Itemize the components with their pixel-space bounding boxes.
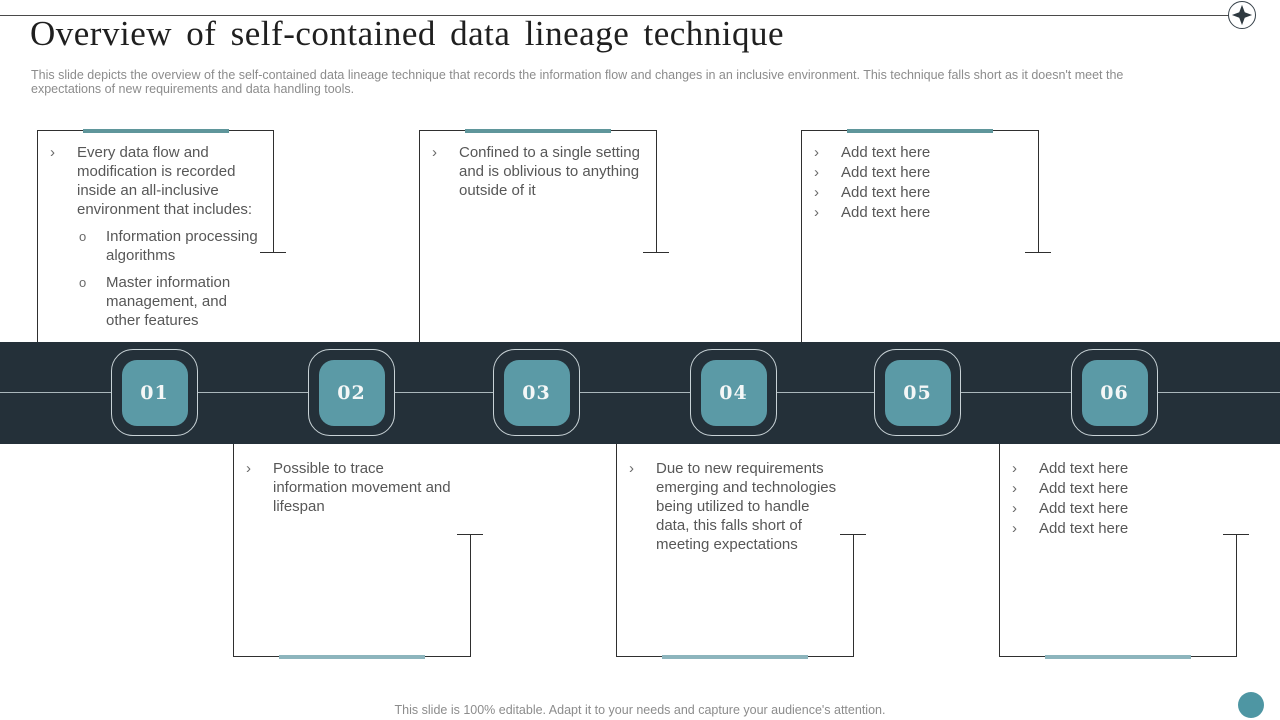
footer-note: This slide is 100% editable. Adapt it to…: [394, 703, 886, 717]
placeholder-bullet-item: › Add text here: [812, 163, 1030, 182]
step-number: 04: [700, 359, 767, 426]
bullet-marker: ›: [814, 184, 819, 201]
connector-line: [1236, 535, 1237, 657]
corner-circle-shape: [1238, 692, 1264, 718]
textbox-step-06: › Add text here › Add text here › Add te…: [999, 444, 1249, 659]
timeline-axis-line: [0, 392, 1280, 393]
connector-tick: [1223, 534, 1249, 535]
connector-tick: [457, 534, 483, 535]
placeholder-bullet-item: › Add text here: [1010, 499, 1228, 518]
sub-bullet-item: o Master information management, and oth…: [78, 273, 265, 330]
bullet-marker: ›: [814, 144, 819, 161]
sub-bullet-item: o Information processing algorithms: [78, 227, 265, 265]
connector-tick: [260, 252, 286, 253]
bullet-marker: ›: [1012, 500, 1017, 517]
step-number: 03: [503, 359, 570, 426]
bullet-text: Confined to a single setting and is obli…: [459, 144, 640, 199]
bullet-marker: ›: [1012, 480, 1017, 497]
placeholder-bullet-item: › Add text here: [812, 143, 1030, 162]
placeholder-bullet-item: › Add text here: [1010, 459, 1228, 478]
step-number: 06: [1081, 359, 1148, 426]
timeline-step-tile: 05: [874, 349, 961, 436]
bullet-marker: ›: [1012, 460, 1017, 477]
placeholder-bullet-item: › Add text here: [1010, 479, 1228, 498]
bullet-text: Add text here: [1039, 520, 1129, 537]
bullet-text: Add text here: [1039, 500, 1129, 517]
textbox-step-04: › Due to new requirements emerging and t…: [616, 444, 866, 659]
bullet-text: Information processing algorithms: [106, 228, 258, 264]
bullet-marker: ›: [814, 204, 819, 221]
bullet-item: › Confined to a single setting and is ob…: [430, 143, 648, 200]
timeline-step-tile: 06: [1071, 349, 1158, 436]
step-number: 01: [121, 359, 188, 426]
accent-line: [1045, 654, 1191, 659]
bullet-text: Add text here: [841, 164, 931, 181]
accent-line: [465, 128, 611, 133]
bullet-list: › Due to new requirements emerging and t…: [617, 444, 853, 554]
connector-line: [470, 535, 471, 657]
textbox-step-05: › Add text here › Add text here › Add te…: [801, 128, 1051, 342]
bullet-list: › Add text here › Add text here › Add te…: [1000, 444, 1236, 538]
bullet-marker: ›: [50, 144, 55, 161]
accent-line: [82, 128, 229, 133]
bullet-list: › Every data flow and modification is re…: [38, 131, 273, 330]
bullet-text: Add text here: [841, 144, 931, 161]
textbox-step-03: › Confined to a single setting and is ob…: [419, 128, 669, 342]
timeline-band: 01 02 03 04 05 06: [0, 342, 1280, 444]
connector-line: [1038, 130, 1039, 252]
timeline-step-tile: 04: [690, 349, 777, 436]
bullet-text: Add text here: [1039, 480, 1129, 497]
connector-tick: [840, 534, 866, 535]
bullet-marker: ›: [1012, 520, 1017, 537]
step-number: 05: [884, 359, 951, 426]
textbox-step-01: › Every data flow and modification is re…: [37, 128, 286, 342]
placeholder-bullet-item: › Add text here: [812, 183, 1030, 202]
bullet-list: › Confined to a single setting and is ob…: [420, 131, 656, 200]
connector-line: [656, 130, 657, 252]
connector-tick: [1025, 252, 1051, 253]
bullet-item: › Due to new requirements emerging and t…: [627, 459, 845, 554]
accent-line: [279, 654, 425, 659]
bullet-text: Possible to trace information movement a…: [273, 460, 451, 515]
connector-line: [273, 130, 274, 252]
placeholder-bullet-item: › Add text here: [812, 203, 1030, 222]
bullet-list: › Add text here › Add text here › Add te…: [802, 131, 1038, 222]
bullet-marker: o: [79, 275, 87, 290]
accent-line: [662, 654, 808, 659]
bullet-text: Add text here: [1039, 460, 1129, 477]
page-title: Overview of self-contained data lineage …: [30, 14, 785, 53]
bullet-text: Due to new requirements emerging and tec…: [656, 460, 837, 553]
bullet-marker: ›: [432, 144, 437, 161]
page-subtitle: This slide depicts the overview of the s…: [31, 68, 1124, 96]
bullet-marker: ›: [629, 460, 634, 477]
bullet-text: Add text here: [841, 184, 931, 201]
bullet-text: Add text here: [841, 204, 931, 221]
bullet-text: Master information management, and other…: [106, 274, 231, 329]
bullet-item: › Possible to trace information movement…: [244, 459, 462, 516]
timeline-step-tile: 01: [111, 349, 198, 436]
connector-tick: [643, 252, 669, 253]
step-number: 02: [318, 359, 385, 426]
compass-star-icon: [1228, 1, 1256, 29]
textbox-step-02: › Possible to trace information movement…: [233, 444, 483, 659]
timeline-step-tile: 02: [308, 349, 395, 436]
accent-line: [847, 128, 993, 133]
timeline-step-tile: 03: [493, 349, 580, 436]
placeholder-bullet-item: › Add text here: [1010, 519, 1228, 538]
connector-line: [853, 535, 854, 657]
bullet-item: › Every data flow and modification is re…: [48, 143, 265, 219]
bullet-list: › Possible to trace information movement…: [234, 444, 470, 516]
header-rule-line: [0, 15, 1229, 16]
four-point-star-glyph: [1231, 4, 1253, 26]
bullet-marker: o: [79, 229, 87, 244]
bullet-marker: ›: [246, 460, 251, 477]
bullet-marker: ›: [814, 164, 819, 181]
bullet-text: Every data flow and modification is reco…: [77, 144, 253, 218]
